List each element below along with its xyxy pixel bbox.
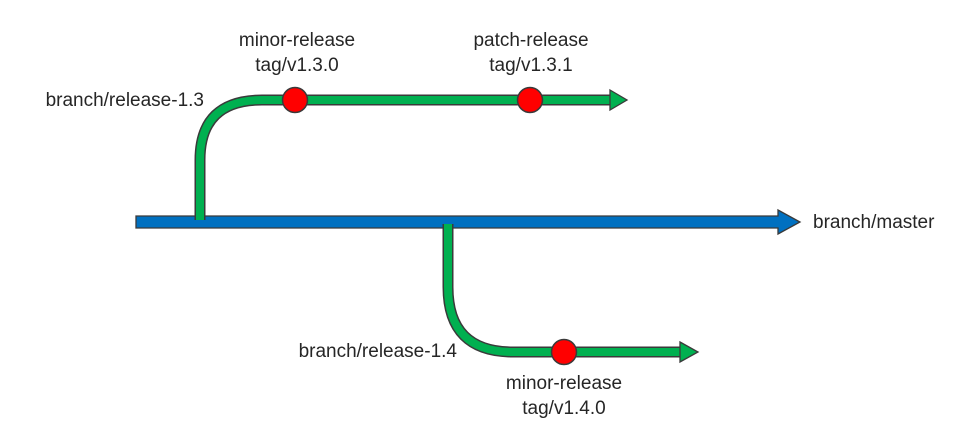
release-1-3-arrowhead-icon [609,88,629,112]
tag-v1-3-1-label: patch-release tag/v1.3.1 [441,28,621,78]
tag-v1-3-1-label-line1: patch-release [473,30,589,51]
tag-v1-3-0-label: minor-release tag/v1.3.0 [207,28,387,78]
release-1-3-branch-outline [194,94,611,220]
tag-v1-3-0-label-line1: minor-release [238,30,356,51]
tag-v1-3-1-label-line2: tag/v1.3.1 [489,55,573,76]
tag-v1-3-0-label-line2: tag/v1.3.0 [255,55,339,76]
release-1-3-branch-line [196,96,611,220]
release-1-4-branch-line [444,224,681,356]
tag-v1-4-0-label-line2: tag/v1.4.0 [522,398,606,419]
master-branch-label: branch/master [813,212,935,233]
release-1-4-branch-outline [442,224,681,358]
commit-dot-v1-3-1 [516,86,544,114]
commit-dot-v1-3-0 [281,86,309,114]
tag-v1-4-0-label-line1: minor-release [505,373,623,394]
release-1-4-arrowhead-icon [679,340,700,364]
master-branch-arrow [135,208,802,236]
tag-v1-4-0-label: minor-release tag/v1.4.0 [474,371,654,421]
commit-dot-v1-4-0 [550,338,578,366]
release-1-3-branch-label: branch/release-1.3 [45,90,204,111]
release-1-4-branch-label: branch/release-1.4 [298,341,457,362]
